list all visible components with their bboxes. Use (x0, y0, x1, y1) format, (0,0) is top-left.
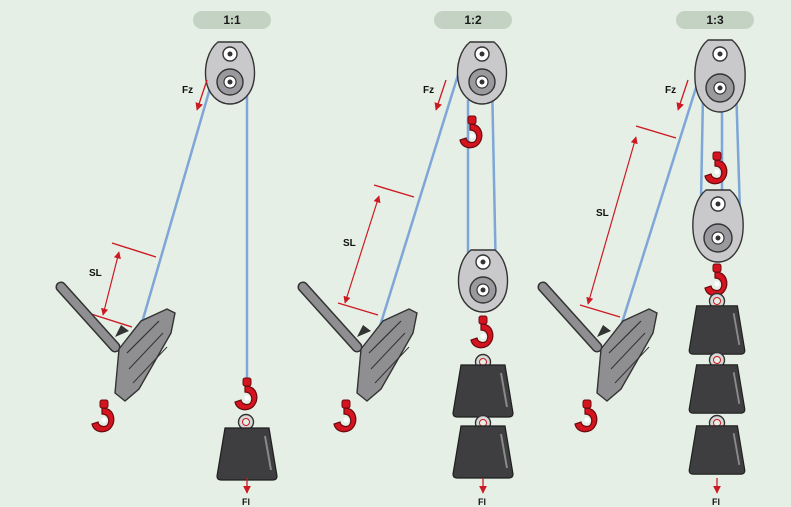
hook-icon (91, 399, 115, 433)
pulley-icon (457, 249, 509, 313)
fl-label: Fl (242, 497, 250, 507)
fz-label: Fz (665, 85, 676, 96)
sl-label: SL (596, 208, 609, 219)
weight-icon (216, 427, 278, 481)
pulley-icon (204, 41, 256, 105)
fl-label: Fl (712, 497, 720, 507)
arrow-icon (586, 136, 638, 305)
ratio-label-1-1: 1:1 (193, 11, 271, 29)
rope-segment (734, 84, 742, 213)
dimension-tick (635, 125, 677, 139)
pulley-icon (694, 39, 746, 113)
ratio-label-1-2: 1:2 (434, 11, 512, 29)
ratio-label-1-3: 1:3 (676, 11, 754, 29)
rope-segment (619, 74, 702, 327)
hook-icon (574, 399, 598, 433)
hook-icon (704, 263, 728, 297)
hand-winch-icon (61, 287, 175, 401)
weight-icon (688, 304, 746, 356)
panel-1-2: SL Fz Fl (303, 41, 514, 507)
arrow-icon (195, 79, 208, 111)
dimension-tick (579, 304, 621, 318)
hook-icon (333, 399, 357, 433)
hook-icon (459, 115, 483, 149)
rope-segment (490, 79, 498, 281)
rope-segment (139, 77, 215, 327)
arrow-icon (676, 79, 689, 111)
dimension-tick (373, 184, 415, 198)
arrow-icon (101, 251, 121, 316)
pulley-icon (692, 189, 744, 263)
weight-icon (688, 363, 746, 415)
arrow-icon (434, 79, 447, 111)
dimension-tick (87, 312, 133, 328)
dimension-tick (111, 242, 157, 258)
sl-label: SL (343, 238, 356, 249)
fz-label: Fz (182, 85, 193, 96)
fz-label: Fz (423, 85, 434, 96)
weight-icon (452, 364, 514, 418)
hand-winch-icon (303, 287, 417, 401)
hand-winch-icon (543, 287, 657, 401)
weight-icon (452, 425, 514, 479)
sl-label: SL (89, 268, 102, 279)
shackle-icon (237, 413, 255, 431)
panel-1-3: SL Fz Fl (543, 39, 746, 507)
panel-1-1: SL Fz Fl (61, 41, 278, 507)
fl-label: Fl (478, 497, 486, 507)
pulley-icon (456, 41, 508, 105)
hook-icon (234, 377, 258, 411)
hook-icon (470, 315, 494, 349)
rope-segment (378, 74, 460, 327)
arrow-icon (343, 195, 381, 304)
weight-icon (688, 424, 746, 476)
rope-segment (699, 94, 705, 201)
hook-icon (704, 151, 728, 185)
dimension-tick (337, 302, 379, 316)
